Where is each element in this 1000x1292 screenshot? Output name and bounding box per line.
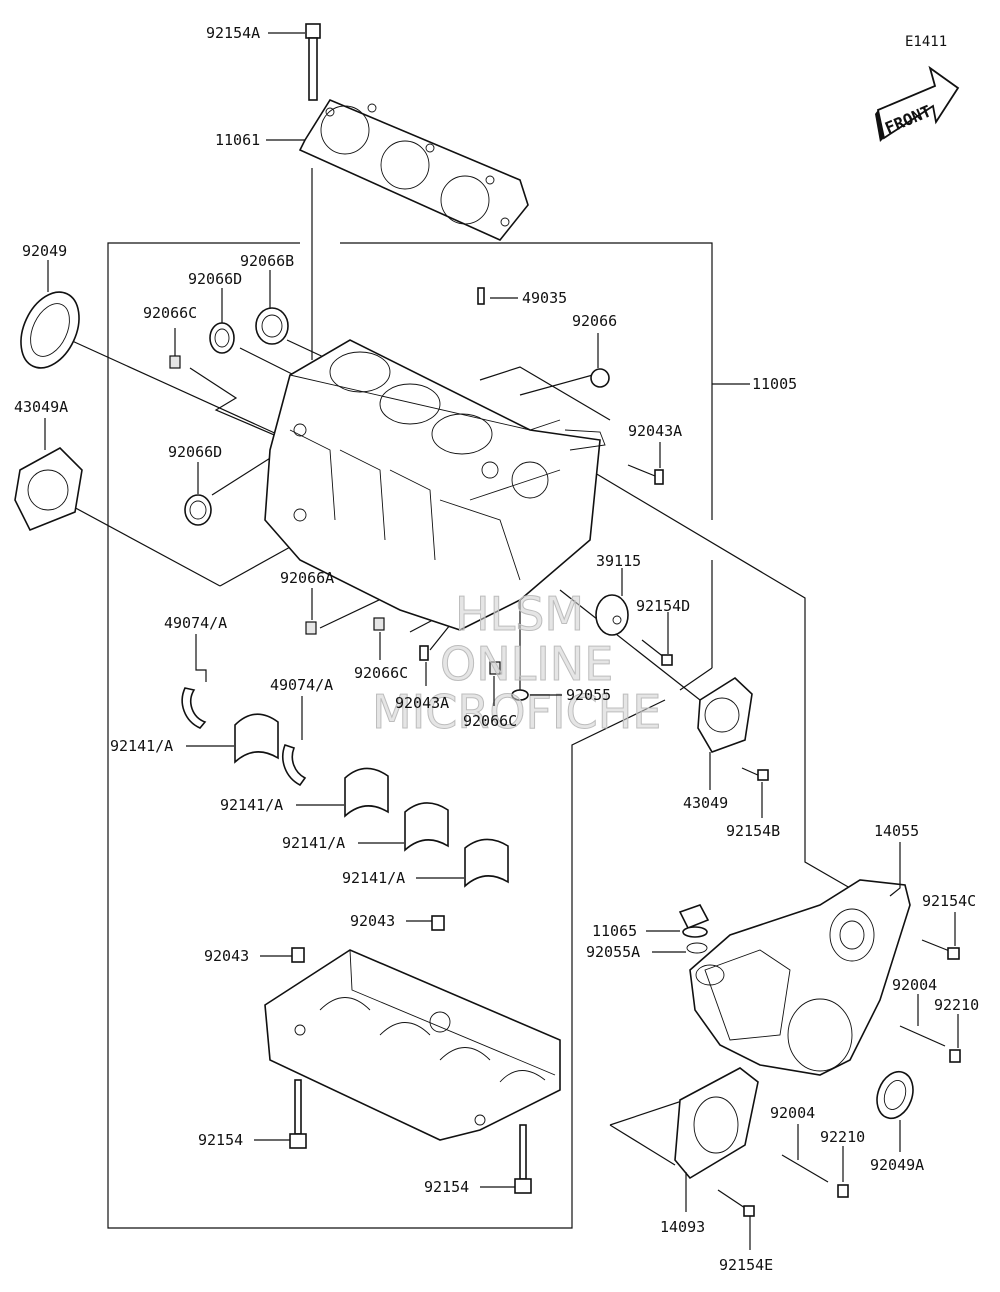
watermark-line-3: MICROFICHE: [372, 685, 661, 739]
thrust-washers: [181, 687, 307, 787]
label-39115: 39115: [596, 552, 641, 570]
oil-filler-cap-11065: [678, 904, 710, 954]
label-92154a: 92154A: [206, 24, 260, 42]
label-92154d: 92154D: [636, 597, 690, 615]
label-92004-upper: 92004: [892, 976, 937, 994]
bolts-92154: [289, 1079, 532, 1194]
label-92043a-mid: 92043A: [395, 694, 449, 712]
label-92210-lower: 92210: [820, 1128, 865, 1146]
dowels-92043: [291, 915, 445, 963]
label-92066d-lower: 92066D: [168, 443, 222, 461]
label-92154b: 92154B: [726, 822, 780, 840]
oil-seal-92049: [20, 291, 80, 369]
diagram-code: E1411: [905, 34, 947, 50]
label-92066b: 92066B: [240, 252, 294, 270]
label-92210-upper: 92210: [934, 996, 979, 1014]
crankcase-lower: [264, 949, 561, 1141]
bolt-92154c: [921, 939, 960, 960]
label-92055a: 92055A: [586, 943, 640, 961]
label-14055: 14055: [874, 822, 919, 840]
gasket-43049a: [14, 447, 83, 532]
label-92055: 92055: [566, 686, 611, 704]
label-11005: 11005: [752, 375, 797, 393]
label-92066: 92066: [572, 312, 617, 330]
gasket-43049: [697, 676, 753, 753]
label-92154-right: 92154: [424, 1178, 469, 1196]
label-92141a-1: 92141/A: [110, 737, 173, 755]
bolt-92154a: [305, 23, 321, 101]
label-92154-left: 92154: [198, 1131, 243, 1149]
label-49074a-left: 49074/A: [164, 614, 227, 632]
label-14093: 14093: [660, 1218, 705, 1236]
label-92043a-top: 92043A: [628, 422, 682, 440]
bolt-92154d: [641, 639, 673, 666]
label-92004-lower: 92004: [770, 1104, 815, 1122]
label-92141a-2: 92141/A: [220, 796, 283, 814]
label-92043-left: 92043: [204, 947, 249, 965]
oil-pump-39115: [595, 594, 629, 636]
watermark: HLSM ONLINE MICROFICHE: [372, 587, 662, 740]
watermark-line-1: HLSM: [455, 587, 584, 641]
label-49074a-right: 49074/A: [270, 676, 333, 694]
label-92141a-4: 92141/A: [342, 869, 405, 887]
label-92141a-3: 92141/A: [282, 834, 345, 852]
label-92066c: 92066C: [143, 304, 197, 322]
label-92066c-lower: 92066C: [463, 712, 517, 730]
main-bearings: [234, 713, 509, 888]
label-92066c-mid: 92066C: [354, 664, 408, 682]
cover-14093: [674, 1067, 759, 1180]
front-arrow-icon: FRONT: [875, 65, 960, 142]
bolt-92154e: [717, 1189, 755, 1217]
label-92043-right: 92043: [350, 912, 395, 930]
label-49035: 49035: [522, 289, 567, 307]
label-43049a: 43049A: [14, 398, 68, 416]
watermark-line-2: ONLINE: [440, 637, 613, 691]
oil-seal-92049a: [876, 1070, 914, 1120]
label-92154c: 92154C: [922, 892, 976, 910]
label-92049: 92049: [22, 242, 67, 260]
part-labels: 92154A 11061 92049 92066B 92066D 92066C …: [14, 24, 979, 1274]
label-11061: 11061: [215, 131, 260, 149]
head-gasket: [298, 98, 529, 241]
label-92066d: 92066D: [188, 270, 242, 288]
label-92049a: 92049A: [870, 1156, 924, 1174]
label-11065: 11065: [592, 922, 637, 940]
stud-92004-upper: [899, 1025, 961, 1063]
crankcase-upper: [264, 339, 606, 631]
bolt-92154b: [741, 767, 769, 781]
label-92066a: 92066A: [280, 569, 334, 587]
label-92154e: 92154E: [719, 1256, 773, 1274]
stud-92004-lower: [781, 1154, 849, 1198]
timing-cover-14055: [689, 879, 911, 1076]
label-43049: 43049: [683, 794, 728, 812]
